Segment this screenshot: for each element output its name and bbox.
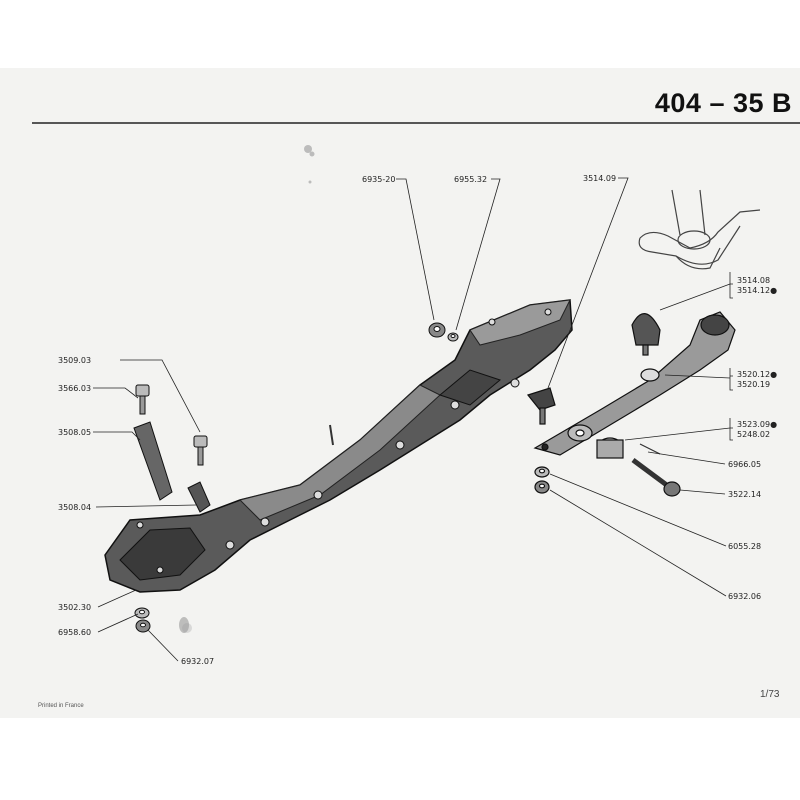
part-label-3509-03: 3509.03 [58, 356, 92, 365]
part-label-3514-09: 3514.09 [583, 174, 617, 183]
printed-in-france: Printed in France [38, 703, 84, 709]
left-fasteners-drawing [133, 384, 211, 633]
exploded-diagram [32, 122, 800, 662]
top-fasteners-drawing [428, 322, 459, 342]
part-label-6955-32: 6955.32 [454, 175, 488, 184]
part-label-3522-14: 3522.14 [728, 490, 762, 499]
part-label-3508-05: 3508.05 [58, 428, 92, 437]
part-label-6055-28: 6055.28 [728, 542, 762, 551]
catalog-sheet [0, 68, 800, 718]
part-label-6932-07: 6932.07 [181, 657, 215, 666]
part-label-3508-04: 3508.04 [58, 503, 92, 512]
part-label-6966-05: 6966.05 [728, 460, 762, 469]
print-smudges [179, 145, 315, 633]
part-label-5248-02: 5248.02 [737, 430, 771, 439]
part-label-3502-30: 3502.30 [58, 603, 92, 612]
steering-knuckle-drawing [638, 189, 761, 270]
part-label-6932-06: 6932.06 [728, 592, 762, 601]
crossmember-drawing [104, 299, 573, 593]
leader-lines [93, 177, 733, 662]
part-label-3566-03: 3566.03 [58, 384, 92, 393]
part-label-6935-20: 6935-20 [362, 175, 396, 184]
wishbone-drawing [526, 311, 736, 497]
part-label-3523-09: 3523.09● [737, 420, 778, 429]
part-label-3514-08: 3514.08 [737, 276, 771, 285]
part-label-6958-60: 6958.60 [58, 628, 92, 637]
part-label-3514-12: 3514.12● [737, 286, 778, 295]
page-title: 404 – 35 B [654, 88, 792, 118]
part-label-3520-19: 3520.19 [737, 380, 771, 389]
page-number: 1/73 [760, 689, 780, 700]
part-label-3520-12: 3520.12● [737, 370, 778, 379]
